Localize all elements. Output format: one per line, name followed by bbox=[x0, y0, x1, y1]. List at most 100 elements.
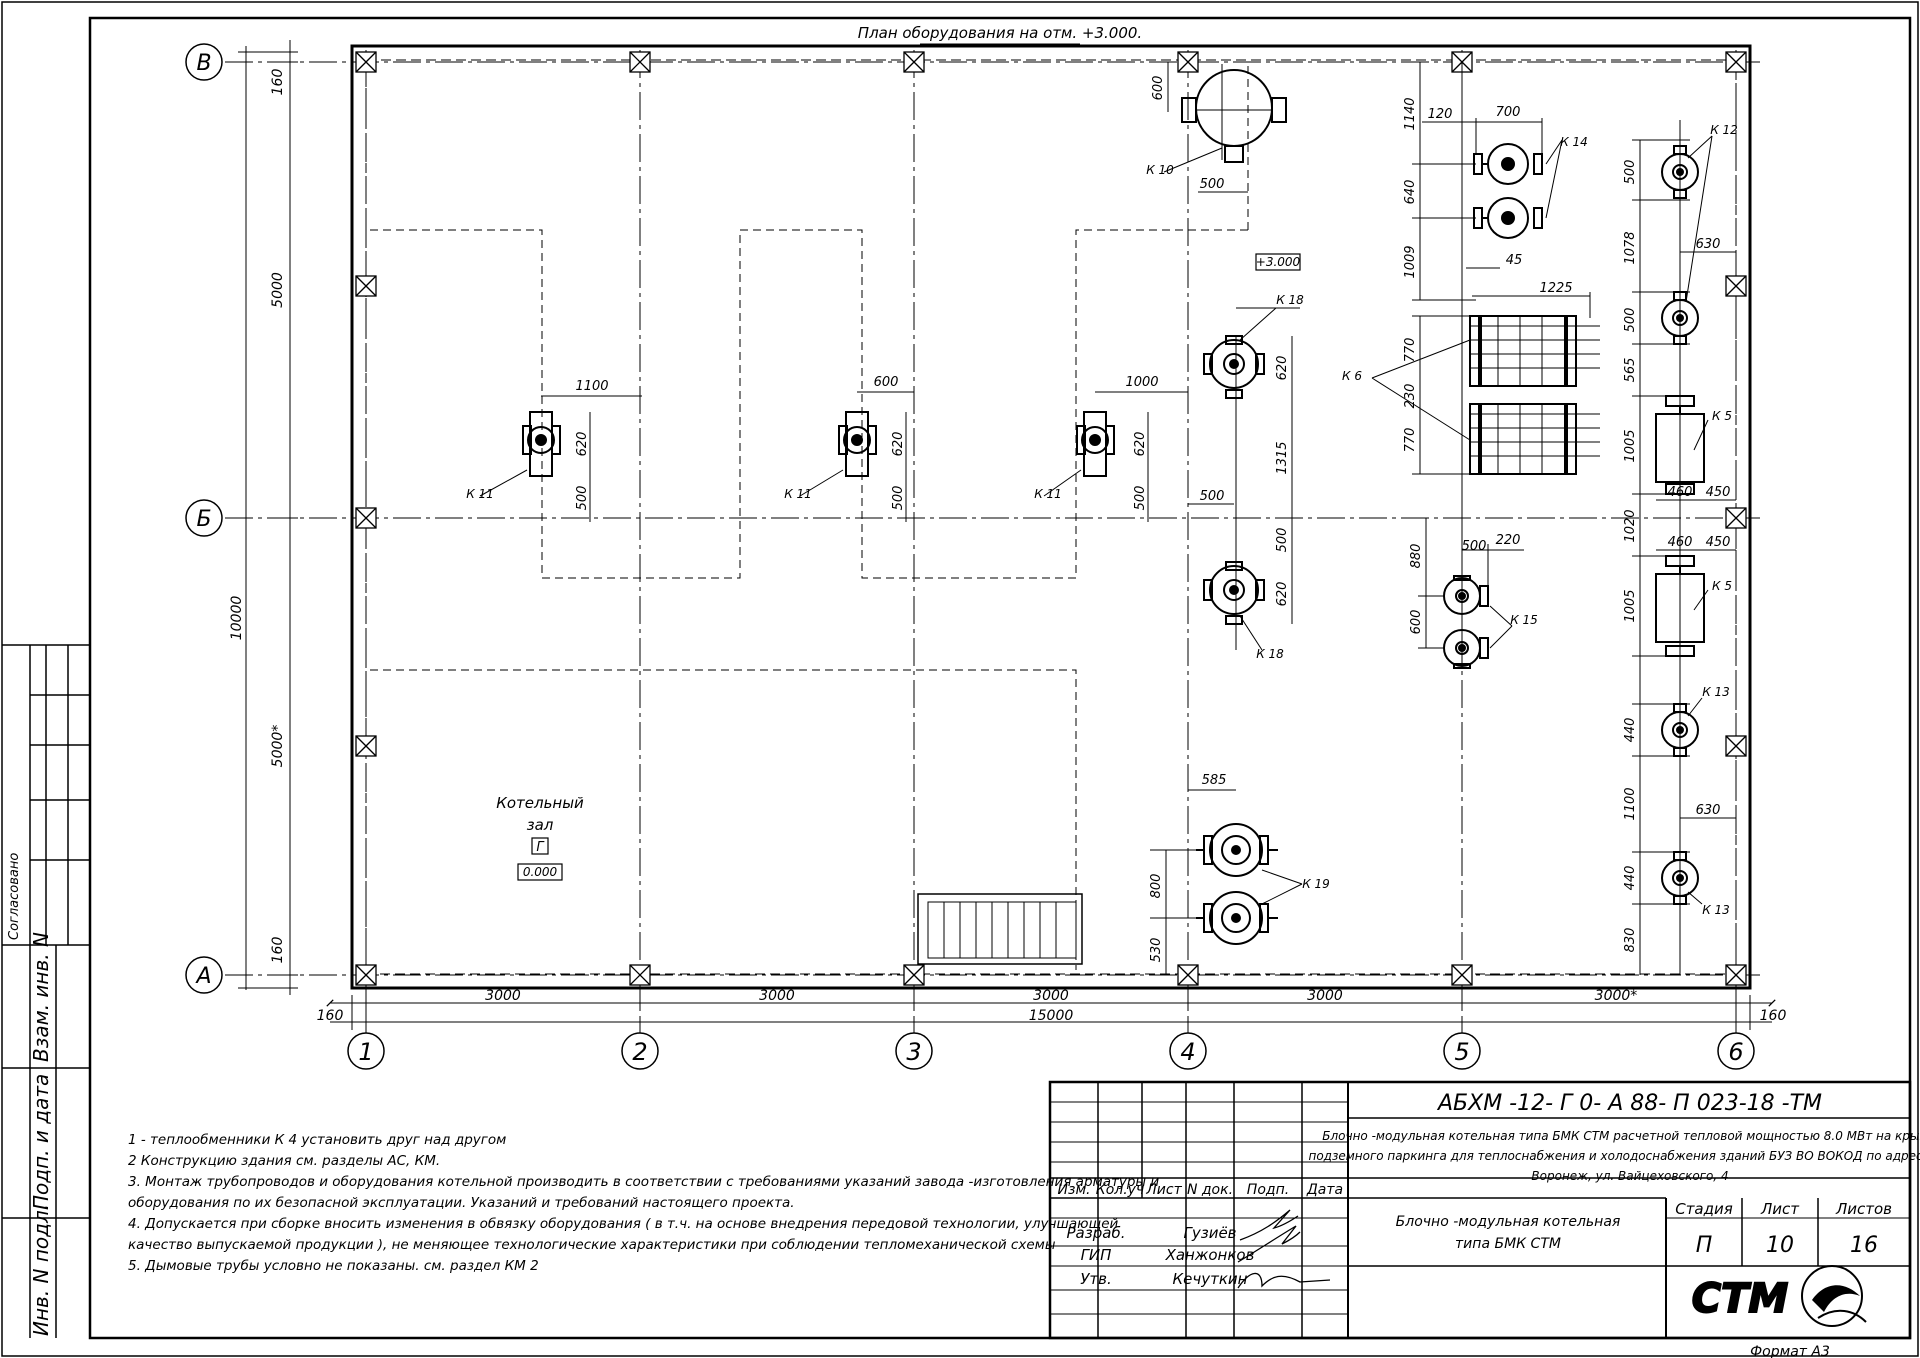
dimension-lines-left bbox=[238, 40, 298, 995]
tank-k10 bbox=[1181, 64, 1287, 163]
k15-dim-600: 600 bbox=[1409, 610, 1424, 635]
room-category: Г bbox=[536, 840, 545, 855]
column-plates bbox=[355, 51, 1747, 986]
k12-dim-500-b: 500 bbox=[1623, 308, 1638, 333]
role-razrab: Разраб. bbox=[1067, 1224, 1126, 1242]
pump-k11-3 bbox=[1076, 411, 1115, 477]
label-k6: К 6 bbox=[1342, 369, 1362, 383]
level-mark-box bbox=[1255, 253, 1301, 271]
pump-k19-1 bbox=[1196, 823, 1278, 877]
k11-dim-620-a: 620 bbox=[575, 432, 590, 457]
k6-dim-1225: 1225 bbox=[1539, 281, 1572, 296]
object-name-line1: Блочно -модульная котельная bbox=[1396, 1214, 1621, 1230]
label-k18-1: К 18 bbox=[1276, 293, 1304, 307]
sheet-value: 10 bbox=[1766, 1233, 1794, 1258]
col-header-izm: Изм. bbox=[1058, 1182, 1091, 1198]
right-column-dims bbox=[1632, 120, 1736, 975]
label-k13-2: К 13 bbox=[1702, 903, 1730, 917]
k13-dim-630: 630 bbox=[1696, 803, 1721, 818]
dim-565: 565 bbox=[1623, 358, 1638, 383]
k14-dim-700: 700 bbox=[1496, 105, 1521, 120]
dim-edge-left: 160 bbox=[317, 1008, 344, 1024]
axis-grid bbox=[225, 50, 1760, 1040]
k5-dim-460-a: 460 bbox=[1668, 485, 1693, 500]
heat-exchanger-k6-1 bbox=[1469, 315, 1600, 387]
k10-dim-500: 500 bbox=[1200, 177, 1225, 192]
label-k5-1: К 5 bbox=[1712, 409, 1732, 423]
label-k13-1: К 13 bbox=[1702, 685, 1730, 699]
k10-dims bbox=[1163, 62, 1248, 193]
k19-dim-585: 585 bbox=[1202, 773, 1227, 788]
name-razrab: Гузиёв bbox=[1183, 1224, 1236, 1242]
k18-dims bbox=[1188, 307, 1300, 651]
doc-code: АБХМ -12- Г 0- А 88- П 023-18 -ТМ bbox=[1436, 1091, 1822, 1116]
k18-dim-620-b: 620 bbox=[1275, 582, 1290, 607]
note-2: 2 Конструкцию здания см. разделы АС, КМ. bbox=[128, 1153, 441, 1169]
col-header-list: Лист bbox=[1145, 1182, 1182, 1198]
pump-k18-1 bbox=[1203, 335, 1265, 399]
k15-dims bbox=[1418, 518, 1524, 649]
room-name-line1: Котельный bbox=[496, 794, 584, 812]
axis-label-2: 2 bbox=[632, 1038, 647, 1066]
k15-dim-500: 500 bbox=[1462, 539, 1487, 554]
k12-dim-1078: 1078 bbox=[1623, 231, 1638, 264]
k6-dim-230: 230 bbox=[1403, 384, 1418, 409]
k6-dims bbox=[1371, 267, 1591, 475]
k14-dim-120: 120 bbox=[1428, 107, 1453, 122]
room-category-box bbox=[531, 837, 549, 855]
label-k19: К 19 bbox=[1302, 877, 1330, 891]
note-5: 5. Дымовые трубы условно не показаны. см… bbox=[128, 1258, 539, 1274]
label-k18-2: К 18 bbox=[1256, 647, 1284, 661]
dim-bottom-1: 3000 bbox=[485, 988, 521, 1004]
k11-dim-500-b: 500 bbox=[891, 486, 906, 511]
room-name-line2: зал bbox=[527, 816, 554, 834]
axis-label-1: 1 bbox=[358, 1038, 373, 1066]
k14-dim-640: 640 bbox=[1403, 180, 1418, 205]
label-k11-3: К 11 bbox=[1034, 487, 1062, 501]
k19-dim-800: 800 bbox=[1149, 874, 1164, 899]
k14-dims bbox=[1412, 62, 1563, 666]
col-header-kol: Кол.уч bbox=[1096, 1182, 1144, 1198]
room-level-box bbox=[517, 863, 563, 881]
k5-dim-1005-a: 1005 bbox=[1623, 429, 1638, 462]
company-logo: СТМ bbox=[1691, 1265, 1867, 1327]
logo-text: СТМ bbox=[1692, 1276, 1788, 1322]
k12-dim-500-a: 500 bbox=[1623, 160, 1638, 185]
k11-dim-620-c: 620 bbox=[1133, 432, 1148, 457]
role-gip: ГИП bbox=[1081, 1246, 1112, 1264]
dim-bottom-3: 3000 bbox=[1033, 988, 1069, 1004]
axis-label-3: 3 bbox=[906, 1038, 921, 1066]
pump-k11-1 bbox=[522, 411, 561, 477]
k15-dim-220: 220 bbox=[1496, 533, 1521, 548]
k14-dim-1009: 1009 bbox=[1403, 245, 1418, 278]
k18-dim-1315: 1315 bbox=[1275, 441, 1290, 474]
k12-dim-630: 630 bbox=[1696, 237, 1721, 252]
k15-dim-880: 880 bbox=[1409, 544, 1424, 569]
signatures bbox=[1237, 1209, 1331, 1289]
boiler-footprints bbox=[370, 62, 1249, 970]
inner-frame bbox=[88, 16, 1912, 1340]
axis-label-5: 5 bbox=[1454, 1038, 1469, 1066]
dim-left-160-bottom: 160 bbox=[270, 937, 286, 964]
stage-value: П bbox=[1696, 1233, 1713, 1258]
k5-dim-450-a: 450 bbox=[1706, 485, 1731, 500]
axis-label-6: 6 bbox=[1728, 1038, 1743, 1066]
description-line3: Воронеж, ул. Вайцеховского, 4 bbox=[1531, 1169, 1728, 1183]
pump-k15-1 bbox=[1443, 575, 1489, 615]
k14-dim-1140: 1140 bbox=[1403, 97, 1418, 130]
dim-left-5000: 5000 bbox=[270, 272, 286, 308]
title-block bbox=[1048, 1080, 1912, 1340]
side-stamp-sign-date: Подп. и дата bbox=[29, 1074, 53, 1210]
col-header-podp: Подп. bbox=[1247, 1182, 1289, 1198]
pump-k11-2 bbox=[838, 411, 877, 477]
dim-left-total: 10000 bbox=[229, 596, 245, 641]
object-name-line2: типа БМК СТМ bbox=[1455, 1236, 1561, 1252]
note-3: 3. Монтаж трубопроводов и оборудования к… bbox=[128, 1174, 1160, 1190]
k18-dim-620-a: 620 bbox=[1275, 356, 1290, 381]
stair bbox=[917, 893, 1083, 965]
heat-exchanger-k6-2 bbox=[1469, 403, 1600, 475]
k13-dim-1100: 1100 bbox=[1623, 787, 1638, 820]
side-stamp-agreed: Согласовано bbox=[7, 853, 22, 940]
